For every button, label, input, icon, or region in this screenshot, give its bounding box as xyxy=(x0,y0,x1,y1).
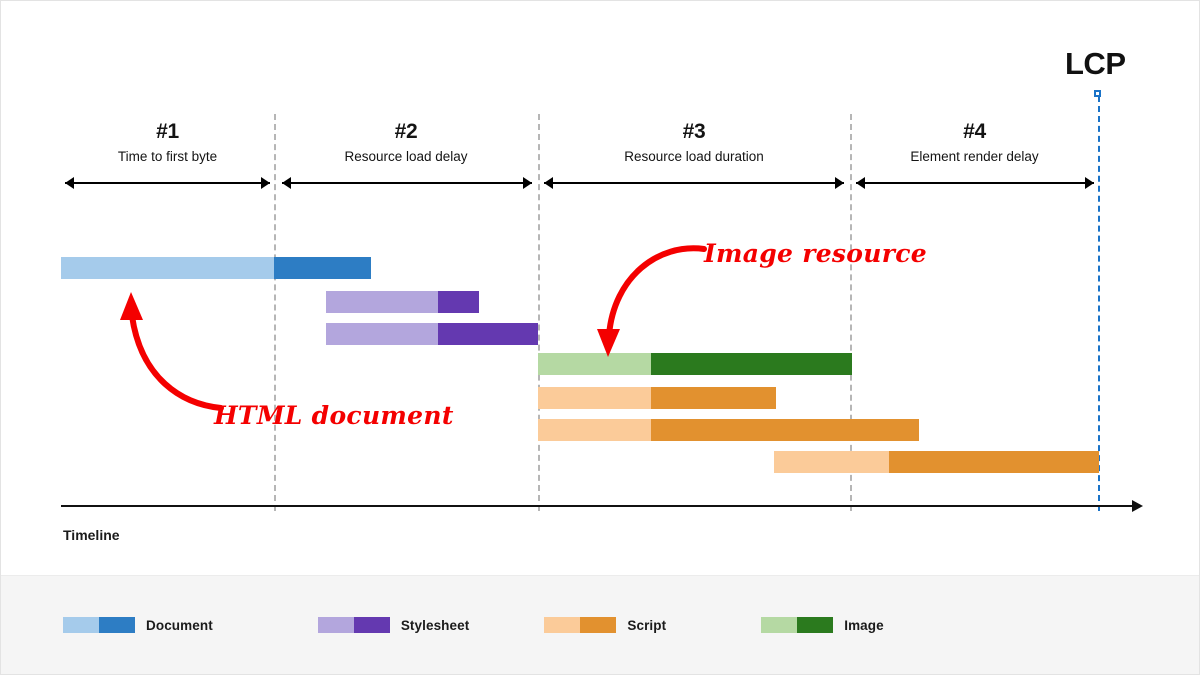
phase-name: Time to first byte xyxy=(117,149,218,164)
arrow-shaft xyxy=(856,182,1094,184)
legend-label: Document xyxy=(146,617,213,633)
bar-segment-wait xyxy=(61,257,274,279)
legend-item-script[interactable]: Script xyxy=(544,616,666,634)
arrow-shaft xyxy=(65,182,270,184)
bar-segment-transfer xyxy=(438,323,538,345)
bar-segment-wait xyxy=(538,353,651,375)
phase-header-1: #1 Time to first byte xyxy=(61,119,274,167)
arrow-head-right-icon xyxy=(835,177,844,189)
bar-segment-transfer xyxy=(651,353,852,375)
timeline-axis xyxy=(61,505,1132,507)
phase-name: Resource load delay xyxy=(344,149,468,164)
bar-segment-wait xyxy=(326,323,438,345)
phase-divider-3 xyxy=(850,114,852,511)
legend-item-stylesheet[interactable]: Stylesheet xyxy=(317,616,470,634)
phase-divider-1 xyxy=(274,114,276,511)
phase-number: #4 xyxy=(963,120,986,143)
bar-segment-transfer xyxy=(651,387,776,409)
legend-band: Document Stylesheet Script Image xyxy=(1,575,1199,674)
lcp-marker-handle-icon xyxy=(1094,90,1101,97)
legend-item-image[interactable]: Image xyxy=(761,616,884,634)
arrow-head-left-icon xyxy=(282,177,291,189)
phase-header-3: #3 Resource load duration xyxy=(538,119,850,167)
bar-segment-wait xyxy=(326,291,438,313)
bar-segment-transfer xyxy=(274,257,371,279)
lcp-marker-line xyxy=(1098,96,1100,511)
bar-segment-transfer xyxy=(438,291,479,313)
phase-number: #1 xyxy=(156,120,179,143)
legend-swatch-script xyxy=(544,617,617,633)
arrow-shaft xyxy=(282,182,532,184)
legend-label: Stylesheet xyxy=(400,617,470,633)
phase-header-4: #4 Element render delay xyxy=(850,119,1099,167)
waterfall-bar-script-2[interactable] xyxy=(538,419,919,441)
arrow-shaft xyxy=(544,182,844,184)
waterfall-bar-script-3[interactable] xyxy=(774,451,1099,473)
waterfall-bar-stylesheet-1[interactable] xyxy=(326,291,479,313)
bar-segment-transfer xyxy=(889,451,1099,473)
waterfall-bar-document[interactable] xyxy=(61,257,371,279)
annotation-html-document: HTML document xyxy=(214,401,454,430)
legend-swatch-image xyxy=(761,617,834,633)
arrow-head-right-icon xyxy=(1085,177,1094,189)
timeline-axis-arrow-icon xyxy=(1132,500,1143,512)
waterfall-bar-image[interactable] xyxy=(538,353,852,375)
arrow-head-left-icon xyxy=(65,177,74,189)
bar-segment-wait xyxy=(538,387,651,409)
legend-label: Script xyxy=(627,617,667,633)
legend-swatch-stylesheet xyxy=(317,617,390,633)
waterfall-bar-stylesheet-2[interactable] xyxy=(326,323,538,345)
bar-segment-wait xyxy=(774,451,889,473)
waterfall-bar-script-1[interactable] xyxy=(538,387,776,409)
legend-swatch-document xyxy=(63,617,135,633)
bar-segment-transfer xyxy=(651,419,919,441)
phase-span-arrow-4 xyxy=(856,177,1094,189)
phase-name: Element render delay xyxy=(910,149,1039,164)
arrow-head-right-icon xyxy=(261,177,270,189)
lcp-label: LCP xyxy=(1065,46,1126,81)
phase-span-arrow-3 xyxy=(544,177,844,189)
phase-header-2: #2 Resource load delay xyxy=(274,119,538,167)
phase-number: #3 xyxy=(682,120,706,143)
phase-span-arrow-2 xyxy=(282,177,532,189)
legend-item-document[interactable]: Document xyxy=(63,616,213,634)
annotation-arrow-image-resource xyxy=(597,245,707,357)
phase-divider-2 xyxy=(538,114,540,511)
arrow-head-right-icon xyxy=(523,177,532,189)
arrow-head-left-icon xyxy=(544,177,553,189)
phase-span-arrow-1 xyxy=(65,177,270,189)
phase-name: Resource load duration xyxy=(624,149,764,164)
legend: Document Stylesheet Script Image xyxy=(63,616,884,634)
annotation-image-resource: Image resource xyxy=(704,239,927,268)
timeline-axis-label: Timeline xyxy=(63,527,120,543)
arrow-head-left-icon xyxy=(856,177,865,189)
phase-number: #2 xyxy=(394,120,418,143)
annotation-arrow-html-document xyxy=(120,292,224,411)
bar-segment-wait xyxy=(538,419,651,441)
legend-label: Image xyxy=(844,617,884,633)
